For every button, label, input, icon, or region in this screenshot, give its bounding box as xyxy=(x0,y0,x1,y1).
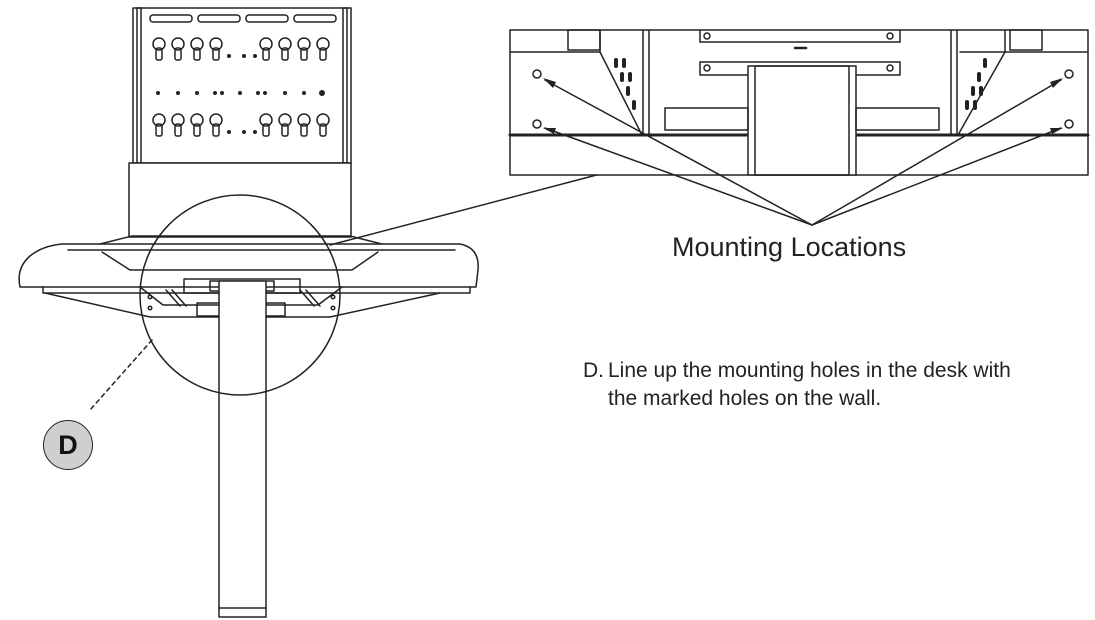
wall-cabinet xyxy=(128,7,352,238)
mounting-hole-upper-right xyxy=(1064,69,1074,79)
instruction-text: D.Line up the mounting holes in the desk… xyxy=(583,357,1083,413)
desk-top xyxy=(18,235,479,318)
mounting-hole-lower-left xyxy=(532,119,542,129)
instruction-line-2: the marked holes on the wall. xyxy=(608,387,882,410)
zoom-connector-line xyxy=(329,171,609,246)
detail-leader-line xyxy=(89,339,153,411)
mounting-hole-upper-left xyxy=(532,69,542,79)
support-leg xyxy=(218,280,267,618)
detail-circle xyxy=(139,194,341,396)
keyhole-row-lower xyxy=(152,113,330,137)
zoom-detail-view xyxy=(508,29,1090,176)
mounting-hole-lower-right xyxy=(1064,119,1074,129)
step-letter: D. xyxy=(583,359,604,382)
mounting-locations-label: Mounting Locations xyxy=(672,232,907,262)
dot-row xyxy=(156,54,325,134)
instruction-line-1: Line up the mounting holes in the desk w… xyxy=(608,359,1011,382)
mounting-arrows xyxy=(544,79,1062,226)
keyhole-row-upper xyxy=(152,37,330,61)
detail-badge: D xyxy=(43,420,93,470)
